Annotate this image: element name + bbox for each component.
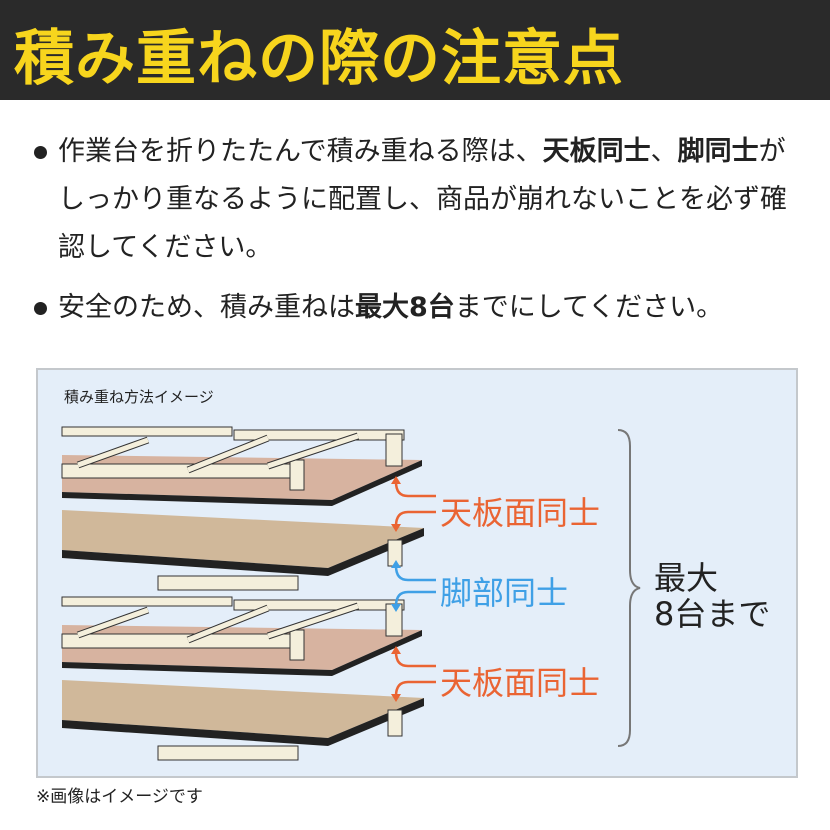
bullet-icon [34,302,47,315]
notice-item: 作業台を折りたたんで積み重ねる際は、天板同士、脚同士がしっかり重なるように配置し… [32,128,812,272]
notice-list: 作業台を折りたたんで積み重ねる際は、天板同士、脚同士がしっかり重なるように配置し… [32,128,812,344]
brace-icon [617,429,641,747]
table-upside-down [62,427,422,506]
table-upright [61,509,425,591]
max-line: 8台まで [654,595,771,633]
emphasis: 最大8台 [355,292,455,323]
text: 、 [650,136,678,167]
stacked-tables-illustration [38,370,641,761]
diagram-title: 積み重ね方法イメージ [64,388,214,406]
text: 安全のため、積み重ねは [58,292,355,323]
table-upright [61,679,425,761]
label-legs: 脚部同士 [440,574,569,612]
emphasis: 天板同士 [542,136,651,167]
orange-arrows-icon [394,481,436,697]
max-stack-label: 最大 8台まで [654,560,770,632]
emphasis: 脚同士 [677,136,759,167]
table-upside-down [62,597,422,676]
blue-arrows-icon [394,565,436,607]
label-top-surfaces: 天板面同士 [440,494,601,532]
label-top-surfaces: 天板面同士 [440,664,601,702]
bullet-icon [34,146,47,159]
notice-item: 安全のため、積み重ねは最大8台までにしてください。 [32,284,812,332]
text: 作業台を折りたたんで積み重ねる際は、 [58,136,543,167]
text: がしっかり重なるように配置し、商品が崩れないことを必ず確認してください。 [58,136,787,263]
page-title: 積み重ねの際の注意点 [14,24,624,94]
footnote: ※画像はイメージです [36,787,203,807]
stacking-diagram: 積み重ね方法イメージ [36,368,798,778]
header-bar: 積み重ねの際の注意点 [0,0,830,100]
max-line: 最大 [654,559,719,597]
text: までにしてください。 [454,292,724,323]
